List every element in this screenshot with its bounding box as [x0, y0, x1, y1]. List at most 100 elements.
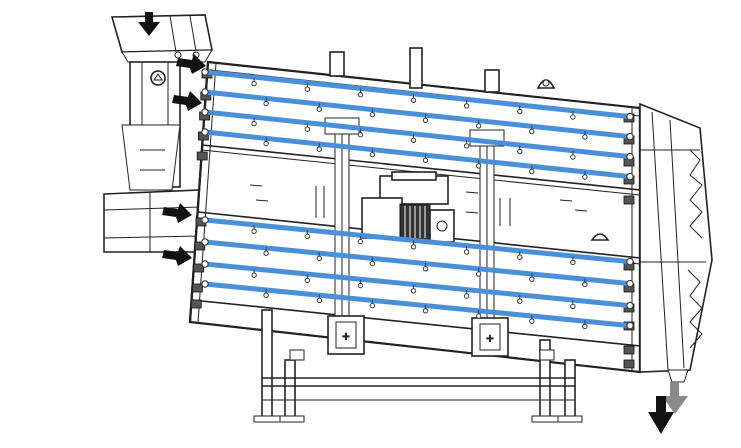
upper-deck-3-node-5 [463, 143, 470, 149]
lower-deck-4-node-4 [422, 308, 429, 314]
lower-deck-3-node-5 [463, 293, 470, 299]
upper-deck-2-node-4 [422, 117, 429, 124]
upper-deck-2-node-7 [582, 134, 588, 140]
upper-deck-2-node-3 [369, 112, 376, 118]
left-clamp-9 [191, 283, 203, 293]
arrow-right-icon [176, 54, 206, 74]
motor-icon [361, 171, 455, 243]
left-clamp-10 [190, 299, 202, 309]
upper-deck-2-node-5 [475, 123, 482, 129]
lower-deck-1-node-1 [251, 228, 257, 234]
right-clamp-5 [623, 195, 635, 205]
screen-decks [201, 68, 634, 330]
upper-deck-1-end-2 [626, 112, 634, 121]
lower-deck-1-end-2 [626, 257, 634, 266]
arrow-right-icon [172, 91, 202, 111]
upper-deck-1-node-6 [517, 108, 523, 115]
arrow-right-icon [162, 246, 192, 266]
upper-deck-3-end-2 [626, 152, 634, 161]
upper-deck-3-node-7 [570, 154, 576, 160]
left-clamp-5 [196, 151, 208, 161]
upper-deck-4-end-2 [626, 172, 634, 181]
upper-screen-deck-4 [202, 129, 633, 180]
upper-deck-3-node-6 [517, 148, 523, 155]
lower-screen-deck-4 [202, 281, 633, 329]
svg-text:✚: ✚ [486, 334, 494, 345]
left-clamp-8 [193, 263, 205, 273]
lower-screen-deck-3 [202, 261, 633, 309]
upper-deck-1-node-1 [251, 80, 257, 87]
spring-mount-icon: ✚ ✚ [327, 315, 509, 357]
panel-marks [249, 184, 610, 241]
lower-deck-4-node-7 [582, 323, 588, 330]
upper-deck-3-node-3 [357, 132, 364, 138]
inlet-box [103, 189, 201, 253]
lower-deck-3-end-2 [626, 301, 634, 310]
lower-deck-1-node-5 [463, 249, 470, 255]
right-clamp-10 [623, 345, 635, 355]
upper-deck-1-node-2 [304, 86, 310, 92]
lower-deck-3-node-3 [357, 282, 364, 289]
lower-screen-deck-2 [202, 239, 633, 287]
upper-deck-2-node-6 [529, 128, 535, 135]
lower-deck-4-node-2 [316, 297, 322, 304]
lower-deck-1-node-4 [410, 244, 417, 250]
lower-deck-3-node-4 [410, 288, 417, 294]
svg-text:✚: ✚ [342, 332, 350, 343]
lower-deck-2-end-2 [626, 279, 634, 288]
upper-deck-1-node-3 [357, 92, 364, 98]
lower-deck-3-node-6 [517, 298, 523, 304]
discharge-chute [639, 102, 713, 383]
upper-deck-2-node-1 [263, 100, 269, 107]
lower-deck-1-node-6 [517, 254, 523, 260]
lower-deck-2-node-1 [263, 250, 269, 256]
upper-deck-1-node-5 [463, 103, 470, 109]
flow-arrows [138, 12, 688, 434]
lower-deck-2-node-2 [316, 255, 322, 262]
upper-deck-4-end-1 [201, 128, 209, 136]
feed-hopper [110, 14, 213, 63]
lower-deck-1-node-7 [570, 259, 576, 266]
inlet-column [121, 61, 181, 191]
upper-deck-2-end-1 [201, 88, 209, 96]
left-clamp-7 [194, 241, 206, 251]
arrow-right-icon [162, 203, 192, 223]
lower-deck-2-node-5 [475, 271, 482, 277]
lower-deck-2-node-3 [369, 260, 376, 267]
lower-deck-2-node-4 [422, 266, 429, 272]
support-stand [253, 309, 583, 423]
lower-deck-2-node-6 [529, 276, 535, 282]
upper-deck-2-node-2 [316, 106, 322, 112]
upper-deck-1-node-7 [570, 114, 576, 120]
upper-deck-4-node-4 [422, 157, 429, 164]
arrow-down-icon [648, 382, 688, 434]
upper-deck-1-end-1 [201, 68, 209, 76]
lower-deck-1-node-3 [357, 238, 364, 245]
upper-deck-4-node-7 [582, 174, 588, 180]
lower-deck-2-node-7 [582, 281, 588, 288]
lower-deck-3-node-2 [304, 277, 310, 284]
lower-deck-4-node-3 [369, 302, 376, 309]
lower-deck-4-node-6 [529, 318, 535, 324]
arrow-down-icon [138, 12, 160, 36]
upper-deck-3-node-4 [410, 137, 417, 144]
upper-deck-3-end-1 [201, 108, 209, 116]
upper-deck-3-node-2 [304, 126, 310, 132]
lower-deck-3-node-1 [251, 272, 257, 278]
lower-deck-3-end-1 [201, 260, 209, 268]
upper-deck-3-node-1 [251, 120, 257, 127]
upper-deck-4-node-5 [475, 163, 482, 169]
upper-deck-4-node-1 [263, 140, 269, 147]
lower-deck-2-end-1 [201, 238, 209, 246]
upper-deck-4-node-3 [369, 152, 376, 158]
lower-deck-4-end-2 [626, 321, 634, 330]
upper-deck-1-node-4 [410, 97, 417, 104]
upper-screen-deck-3 [202, 109, 633, 160]
lower-deck-1-end-1 [201, 216, 209, 224]
upper-deck-4-node-6 [529, 168, 535, 175]
lower-deck-3-node-7 [570, 303, 576, 310]
lower-deck-4-end-1 [201, 280, 209, 288]
upper-deck-4-node-2 [316, 146, 322, 152]
